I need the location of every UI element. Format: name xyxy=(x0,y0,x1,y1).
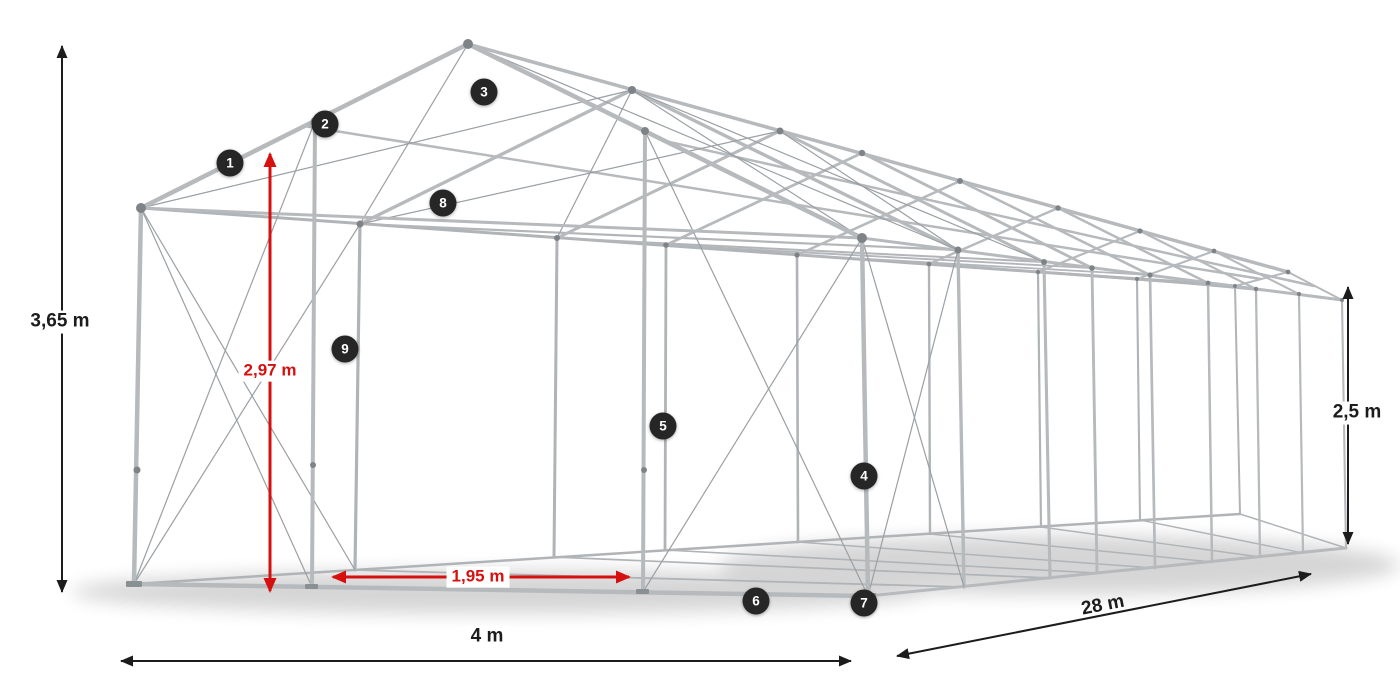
part-marker-3: 3 xyxy=(470,78,498,106)
part-marker-2: 2 xyxy=(311,110,339,138)
part-marker-5: 5 xyxy=(649,412,677,440)
bracing xyxy=(133,43,1045,597)
part-marker-7: 7 xyxy=(850,589,878,617)
dimension-label-entrance-width: 1,95 m xyxy=(446,566,510,588)
front-gable-frame xyxy=(131,41,871,599)
part-marker-4: 4 xyxy=(850,462,878,490)
dimension-label-width: 4 m xyxy=(465,625,509,649)
ground-bars xyxy=(354,513,1347,588)
dimension-arrow-length xyxy=(896,570,1312,660)
dimension-label-entrance-height: 2,97 m xyxy=(238,360,302,382)
part-marker-6: 6 xyxy=(742,587,770,615)
part-marker-1: 1 xyxy=(216,149,244,177)
dimension-label-side-height: 2,5 m xyxy=(1327,401,1387,425)
part-marker-9: 9 xyxy=(331,335,359,363)
dimension-label-total-height: 3,65 m xyxy=(25,310,95,334)
roof-frame xyxy=(302,42,1343,301)
part-marker-8: 8 xyxy=(429,189,457,217)
